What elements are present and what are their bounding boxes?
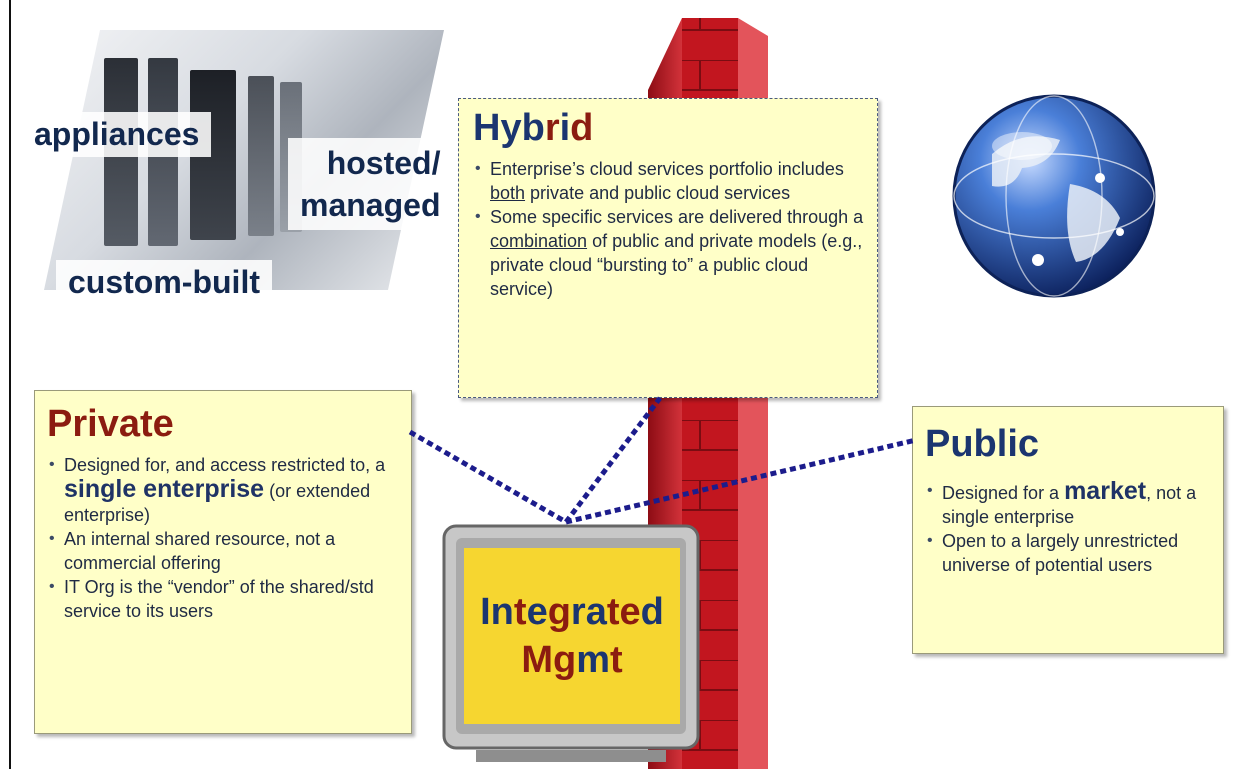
mgmt-text: Mgmt bbox=[521, 636, 622, 684]
hybrid-box: Hybrid Enterprise’s cloud services portf… bbox=[458, 98, 878, 398]
public-bullets: Designed for a market, not a single ente… bbox=[925, 479, 1211, 577]
title-letter: ra bbox=[570, 591, 607, 633]
bullet-item: Designed for, and access restricted to, … bbox=[47, 453, 399, 527]
private-box: Private Designed for, and access restric… bbox=[34, 390, 412, 734]
bullet-text: Designed for, and access restricted to, … bbox=[64, 455, 386, 475]
bullet-text: (or extended enterprise) bbox=[64, 481, 371, 525]
title-letter: e bbox=[526, 591, 548, 633]
title-letter: g bbox=[552, 639, 577, 681]
bullet-item: Designed for a market, not a single ente… bbox=[925, 479, 1211, 529]
hosted-label: hosted/ bbox=[326, 145, 441, 181]
bullet-item: An internal shared resource, not a comme… bbox=[47, 527, 399, 575]
managed-label: managed bbox=[300, 187, 441, 223]
title-letter: m bbox=[576, 639, 610, 681]
hybrid-bullets: Enterprise’s cloud services portfolio in… bbox=[473, 157, 865, 301]
title-letter: te bbox=[606, 591, 641, 633]
title-letter: In bbox=[480, 591, 514, 633]
server-room-image bbox=[44, 30, 444, 290]
title-letter: d bbox=[640, 591, 664, 633]
bullet-text: market bbox=[1064, 477, 1147, 505]
bullet-text: An internal shared resource, not a comme… bbox=[64, 529, 336, 573]
bullet-text: Open to a largely unrestricted universe … bbox=[942, 531, 1179, 575]
bullet-text: Enterprise’s cloud services portfolio in… bbox=[490, 159, 844, 179]
globe-icon bbox=[952, 94, 1156, 298]
public-title: Public bbox=[925, 423, 1040, 465]
title-letter: i bbox=[559, 107, 571, 149]
title-letter: t bbox=[513, 591, 527, 633]
bullet-text: Designed for a bbox=[942, 483, 1065, 503]
title-letter: r bbox=[544, 107, 560, 149]
title-letter: H bbox=[473, 107, 501, 149]
title-letter: y bbox=[500, 107, 522, 149]
integrated-text: Integrated bbox=[480, 588, 664, 636]
bullet-text: both bbox=[490, 183, 526, 203]
monitor-icon bbox=[442, 524, 700, 762]
title-letter: M bbox=[521, 639, 553, 681]
bullet-item: Enterprise’s cloud services portfolio in… bbox=[473, 157, 865, 205]
title-letter: t bbox=[610, 639, 623, 681]
hybrid-title: Hybrid bbox=[473, 109, 865, 147]
bullet-item: IT Org is the “vendor” of the shared/std… bbox=[47, 575, 399, 623]
bullet-text: single enterprise bbox=[64, 475, 265, 503]
private-title: Private bbox=[47, 403, 174, 445]
bullet-text: Some specific services are delivered thr… bbox=[490, 207, 864, 227]
bullet-item: Open to a largely unrestricted universe … bbox=[925, 529, 1211, 577]
left-border-line bbox=[9, 0, 11, 769]
hosted-managed-label: hosted/ managed bbox=[288, 138, 453, 230]
integrated-mgmt-label: Integrated Mgmt bbox=[464, 548, 680, 724]
bullet-text: of public and private models (e.g., priv… bbox=[490, 231, 863, 299]
private-bullets: Designed for, and access restricted to, … bbox=[47, 453, 399, 623]
bullet-item: Some specific services are delivered thr… bbox=[473, 205, 865, 301]
public-box: Public Designed for a market, not a sing… bbox=[912, 406, 1224, 654]
custom-built-label: custom-built bbox=[56, 260, 272, 305]
title-letter: b bbox=[521, 107, 545, 149]
bullet-text: private and public cloud services bbox=[525, 183, 791, 203]
bullet-text: , not a single enterprise bbox=[942, 483, 1197, 527]
appliances-label: appliances bbox=[22, 112, 212, 157]
title-letter: d bbox=[570, 107, 594, 149]
bullet-text: IT Org is the “vendor” of the shared/std… bbox=[64, 577, 374, 621]
bullet-text: combination bbox=[490, 231, 588, 251]
title-letter: g bbox=[547, 591, 571, 633]
